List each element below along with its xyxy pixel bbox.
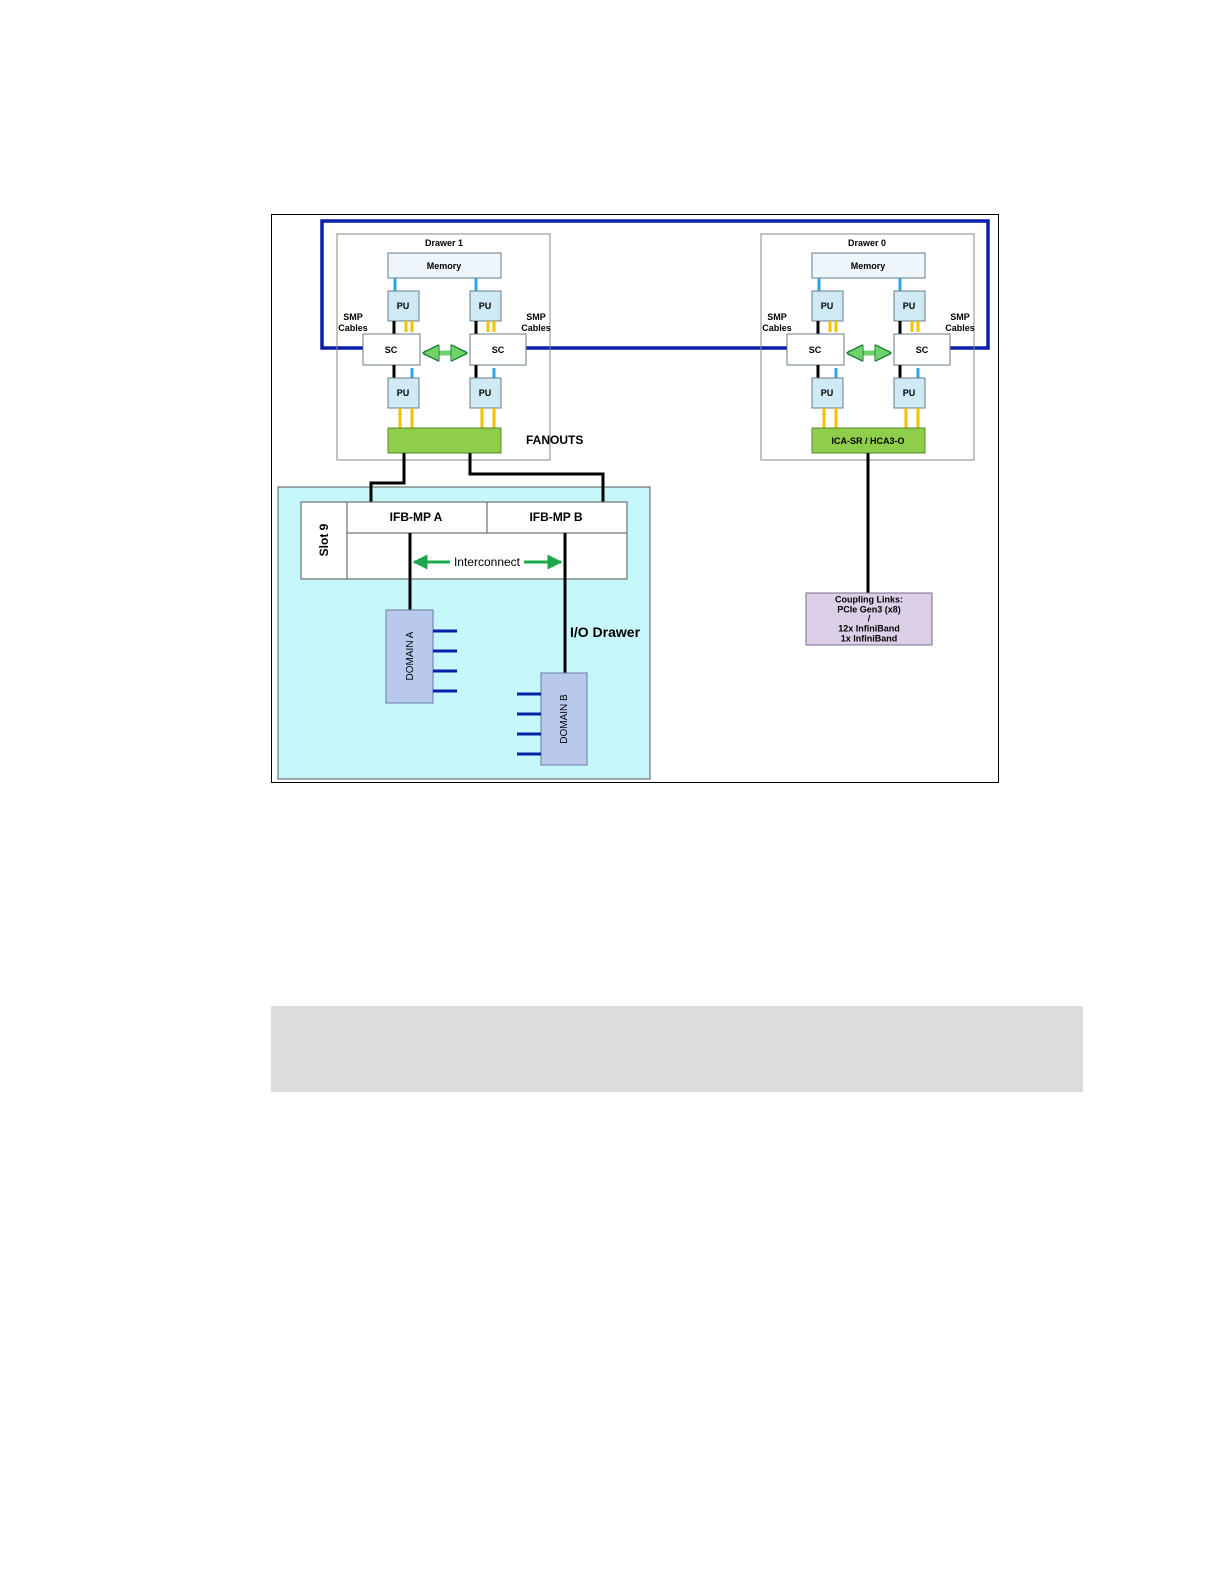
pu-label: PU — [397, 388, 410, 398]
interconnect-label: Interconnect — [454, 555, 521, 569]
smp-cables-label-left-2: Cables — [762, 323, 792, 333]
pu-label: PU — [903, 388, 916, 398]
smp-cables-label-left: SMP — [767, 312, 787, 322]
pu-label: PU — [903, 301, 916, 311]
sc-label: SC — [492, 345, 505, 355]
figure-frame: Drawer 1 Memory PU PU SMP Cables SMP Cab… — [271, 214, 999, 783]
pu-label: PU — [397, 301, 410, 311]
smp-cables-label-left-2: Cables — [338, 323, 368, 333]
coupling-line-4: 12x InfiniBand — [838, 623, 900, 633]
drawer-0-memory-label: Memory — [851, 261, 886, 271]
ica-hca-label: ICA-SR / HCA3-O — [831, 436, 904, 446]
domain-b-label: DOMAIN B — [559, 694, 570, 744]
gray-note-band — [271, 1006, 1083, 1092]
smp-cables-label-right: SMP — [950, 312, 970, 322]
smp-cables-label-right-2: Cables — [945, 323, 975, 333]
drawer-0-title: Drawer 0 — [848, 238, 886, 248]
pu-label: PU — [821, 301, 834, 311]
pu-label: PU — [821, 388, 834, 398]
fanouts-label: FANOUTS — [526, 433, 583, 447]
smp-cables-label-right-2: Cables — [521, 323, 551, 333]
system-diagram: Drawer 1 Memory PU PU SMP Cables SMP Cab… — [272, 215, 998, 782]
coupling-line-1: Coupling Links: — [835, 594, 903, 604]
smp-cables-label-left: SMP — [343, 312, 363, 322]
smp-cables-label-right: SMP — [526, 312, 546, 322]
drawer-1-memory-label: Memory — [427, 261, 462, 271]
ifb-mp-b-label: IFB-MP B — [529, 510, 582, 524]
pu-label: PU — [479, 301, 492, 311]
smp-cable-loop — [322, 221, 988, 348]
sc-label: SC — [385, 345, 398, 355]
io-drawer-title: I/O Drawer — [570, 624, 641, 640]
slot-9-label: Slot 9 — [317, 523, 331, 556]
drawer-1-fanout — [388, 428, 501, 453]
sc-label: SC — [916, 345, 929, 355]
ifb-mp-a-label: IFB-MP A — [390, 510, 443, 524]
domain-a-label: DOMAIN A — [405, 631, 416, 680]
drawer-1-title: Drawer 1 — [425, 238, 463, 248]
sc-label: SC — [809, 345, 822, 355]
pu-label: PU — [479, 388, 492, 398]
coupling-line-5: 1x InfiniBand — [841, 633, 898, 643]
